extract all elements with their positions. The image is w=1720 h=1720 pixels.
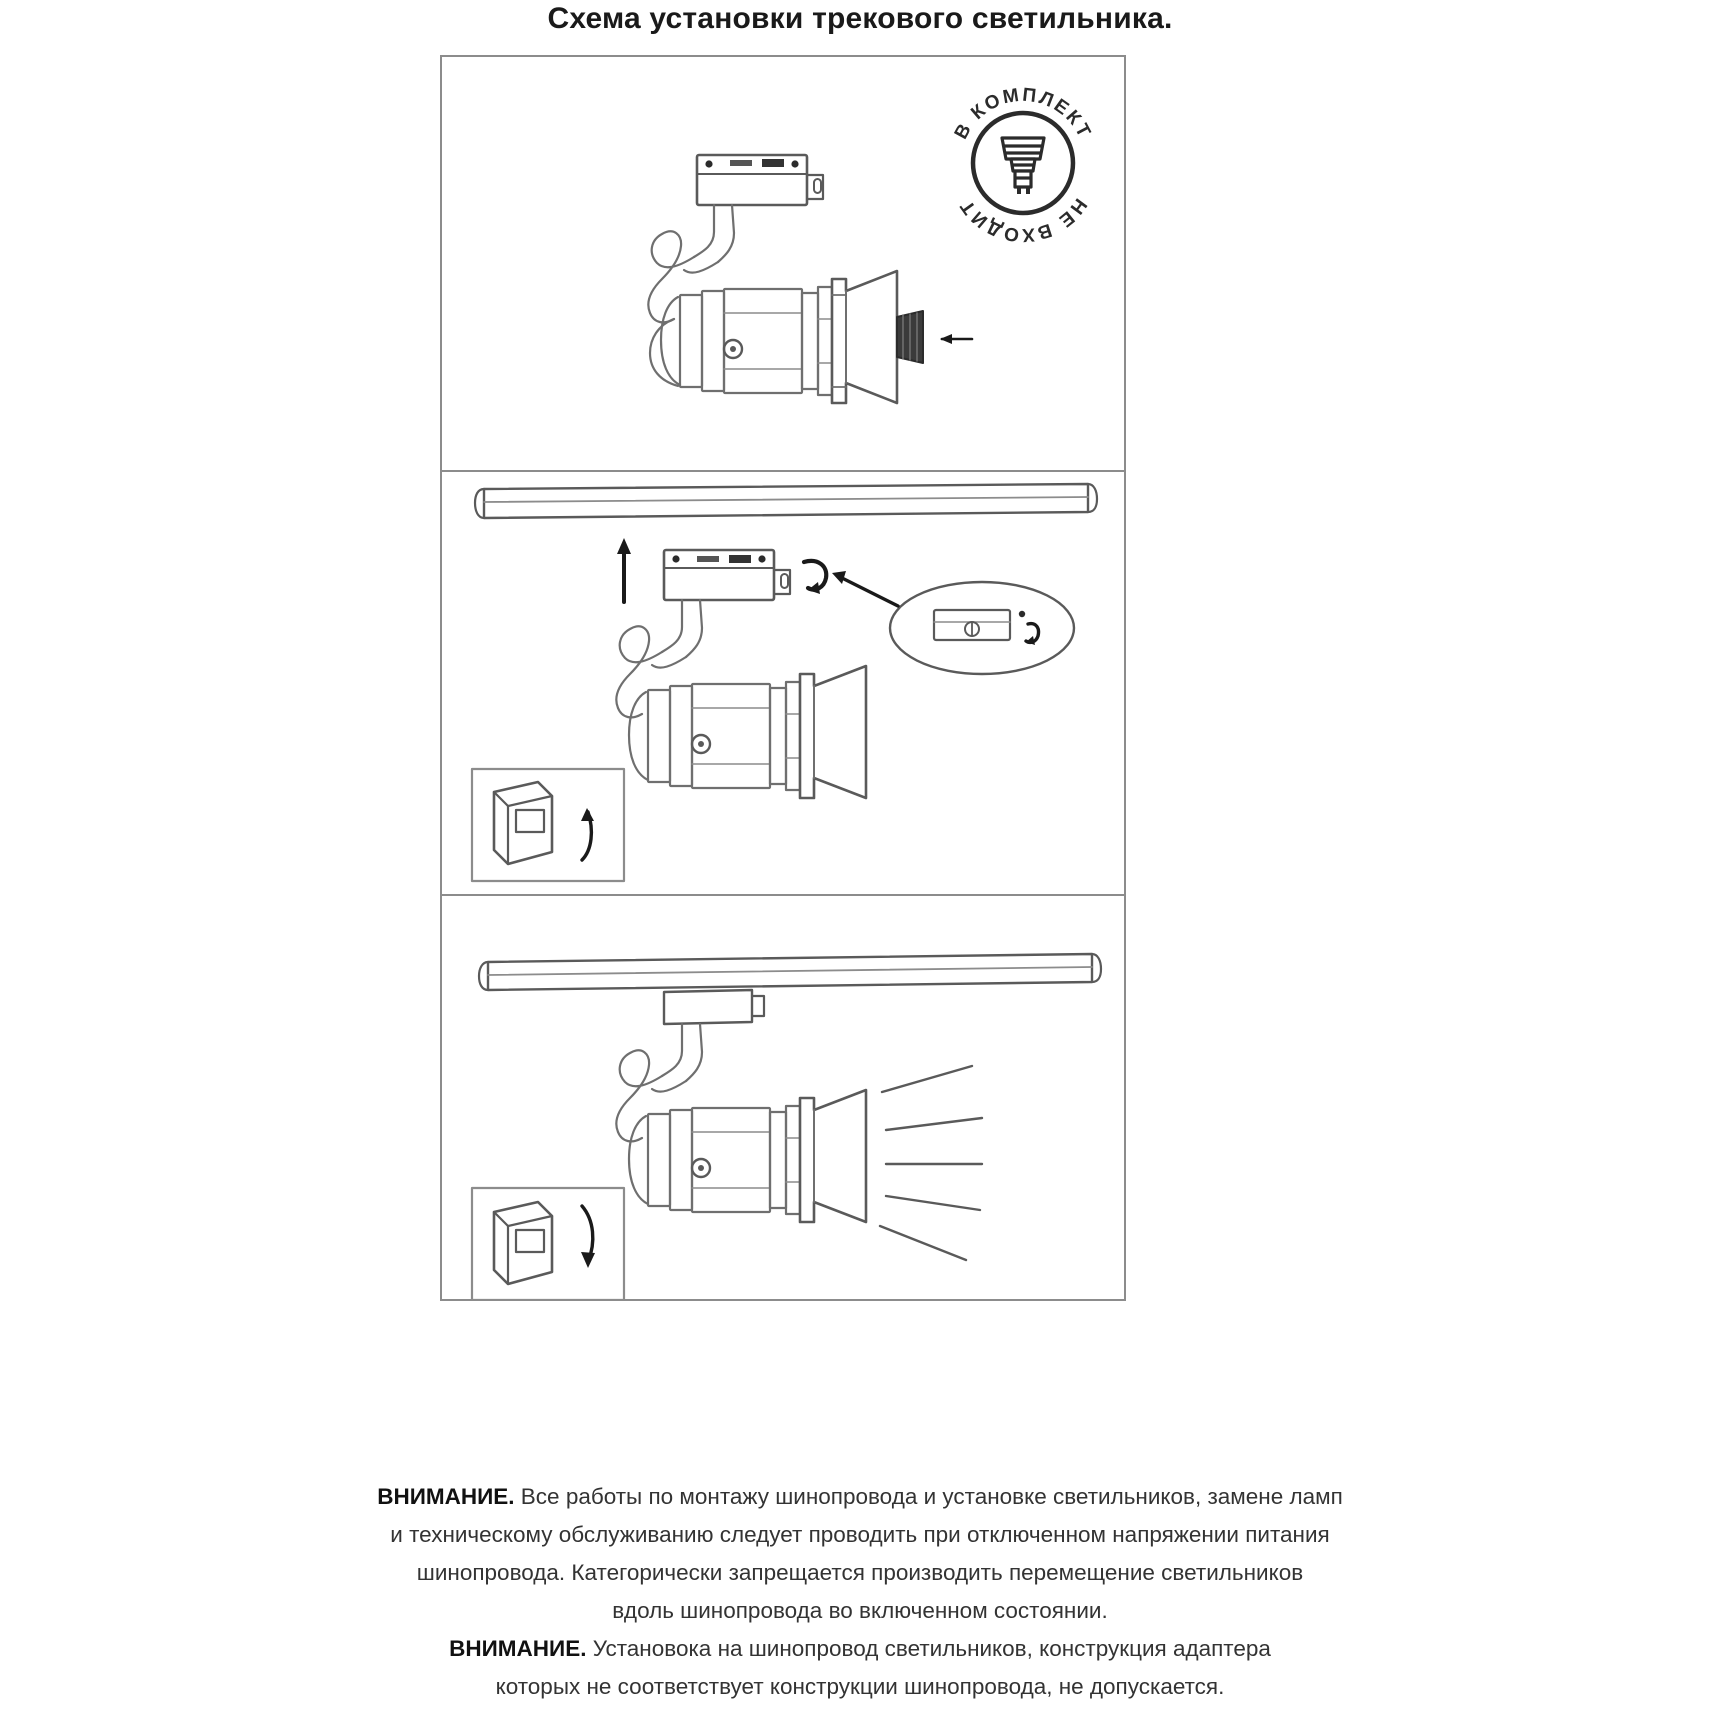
panel-3-drawing xyxy=(470,952,1103,1299)
spotlight-body xyxy=(648,285,834,397)
warning-2-line-2: которых не соответствует конструкции шин… xyxy=(495,1674,1225,1699)
warning-1-line-1-text: Все работы по монтажу шинопровода и уста… xyxy=(514,1484,1343,1509)
lamp-insert-arrow xyxy=(940,334,974,344)
reflector-shade xyxy=(798,1088,868,1224)
reflector-shade xyxy=(798,664,868,800)
rotate-lock-arrow xyxy=(801,558,829,594)
track-rail xyxy=(473,482,1099,520)
stamp-inner-ring xyxy=(970,110,1076,216)
track-adapter-mounted xyxy=(662,988,766,1026)
wall-switch-off xyxy=(470,767,626,883)
panel-2-drawing xyxy=(470,482,1099,883)
warning-1-line-3: шинопровода. Категорически запрещается п… xyxy=(416,1560,1304,1585)
insert-up-arrow xyxy=(617,538,631,604)
panel-step-1: В КОМПЛЕКТ НЕ ВХОДИТ xyxy=(442,57,1124,470)
fixture-bracket-arm xyxy=(615,1022,704,1143)
track-adapter xyxy=(695,153,825,207)
gu10-lamp-icon xyxy=(1000,136,1046,194)
not-included-stamp: В КОМПЛЕКТ НЕ ВХОДИТ xyxy=(939,79,1107,247)
warning-2-line-1: ВНИМАНИЕ. Установока на шинопровод свети… xyxy=(210,1630,1510,1668)
wall-switch-on xyxy=(470,1186,626,1299)
warning-1-line-2: и техническому обслуживанию следует пров… xyxy=(390,1522,1330,1547)
reflector-shade xyxy=(830,269,899,405)
track-rail xyxy=(477,952,1103,992)
panel-step-3 xyxy=(442,894,1124,1299)
warning-text-block: ВНИМАНИЕ. Все работы по монтажу шинопров… xyxy=(210,1478,1510,1706)
callout-leader-arrow xyxy=(832,571,900,608)
track-adapter xyxy=(662,548,792,602)
light-beam xyxy=(878,1064,984,1262)
warning-1-lead: ВНИМАНИЕ. xyxy=(377,1484,515,1509)
mounted-spotlight xyxy=(627,1104,802,1216)
panel-1-drawing xyxy=(647,153,974,405)
stamp-text-bottom: НЕ ВХОДИТ xyxy=(955,194,1090,245)
diagram-frame: В КОМПЛЕКТ НЕ ВХОДИТ xyxy=(440,55,1126,1301)
page-title: Схема установки трекового светильника. xyxy=(547,2,1173,35)
panel-step-2 xyxy=(442,470,1124,894)
fixture-bracket-arm xyxy=(615,598,704,719)
spotlight-body xyxy=(627,680,802,792)
warning-1-line-4: вдоль шинопровода во включенном состояни… xyxy=(612,1598,1108,1623)
gu10-lamp-inserting xyxy=(896,310,924,364)
warning-1-line-1: ВНИМАНИЕ. Все работы по монтажу шинопров… xyxy=(210,1478,1510,1516)
warning-2-lead: ВНИМАНИЕ. xyxy=(449,1636,587,1661)
warning-2-line-1-text: Установока на шинопровод светильников, к… xyxy=(586,1636,1271,1661)
fixture-bracket-arm xyxy=(647,203,736,324)
adapter-detail-callout xyxy=(888,580,1076,676)
